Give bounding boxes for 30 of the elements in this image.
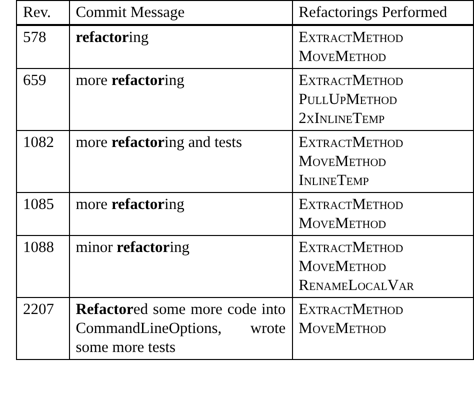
refactoring-name: MoveMethod xyxy=(298,152,388,171)
refactoring-name: ExtractMethod xyxy=(298,133,404,152)
refactoring-name: MoveMethod xyxy=(298,257,388,276)
table-cell: 2207 xyxy=(16,298,70,360)
table-cell: more refactoring xyxy=(69,68,292,130)
refactoring-name: InlineTemp xyxy=(298,171,370,190)
refactoring-name: 2xInlineTemp xyxy=(298,109,386,128)
table-cell: minor refactoring xyxy=(69,236,292,298)
table-cell: more refactoring xyxy=(69,192,292,236)
header-cell: Refactorings Performed xyxy=(292,0,474,25)
table-cell: 1085 xyxy=(16,192,70,236)
refactoring-name: ExtractMethod xyxy=(298,195,404,214)
table-cell: 1082 xyxy=(16,130,70,192)
table-cell: 1088 xyxy=(16,236,70,298)
header-cell: Commit Message xyxy=(69,0,292,25)
refactoring-name: ExtractMethod xyxy=(298,28,404,47)
refactoring-name: MoveMethod xyxy=(298,47,388,66)
refactoring-name: PullUpMethod xyxy=(298,90,398,109)
table-cell: 578 xyxy=(16,25,70,68)
header-cell: Rev. xyxy=(16,0,70,25)
table-cell: refactoring xyxy=(69,25,292,68)
refactoring-name: ExtractMethod xyxy=(298,238,404,257)
refactoring-name: ExtractMethod xyxy=(298,300,404,319)
table-cell: 659 xyxy=(16,68,70,130)
refactoring-name: ExtractMethod xyxy=(298,71,404,90)
refactoring-name: MoveMethod xyxy=(298,214,388,233)
table-cell: Refactored some more code into CommandLineOptions, wrote some more tests xyxy=(69,298,292,360)
refactoring-name: MoveMethod xyxy=(298,319,388,338)
table-cell: more refactoring and tests xyxy=(69,130,292,192)
refactoring-name: RenameLocalVar xyxy=(298,276,416,295)
